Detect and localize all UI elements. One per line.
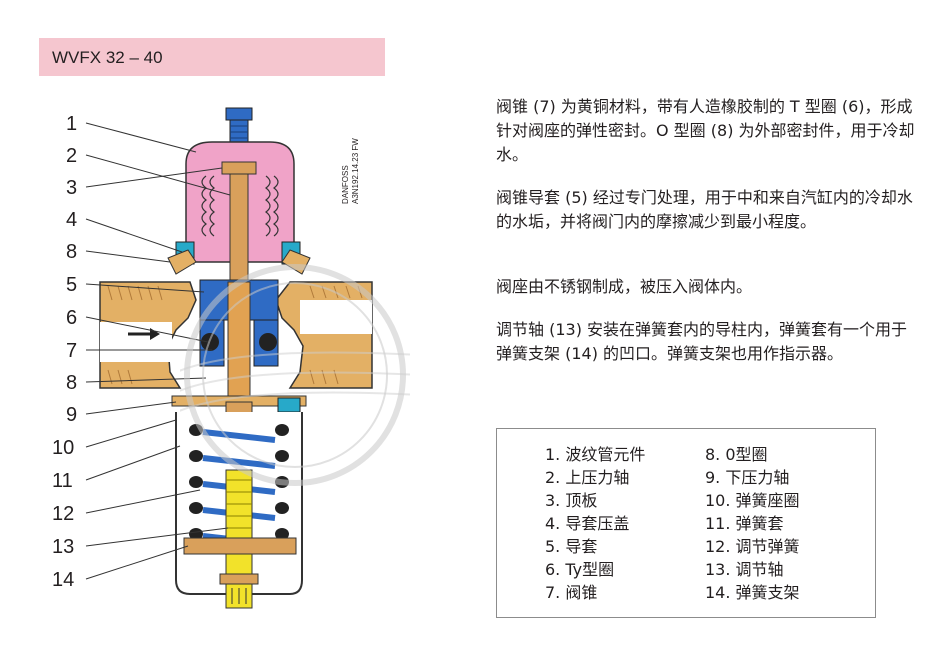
callout-8-upper: 8: [66, 241, 77, 263]
legend-item: 10. 弹簧座圈: [705, 491, 800, 510]
legend-column-right: 8. 0型圈 9. 下压力轴 10. 弹簧座圈 11. 弹簧套 12. 调节弹簧…: [705, 443, 800, 604]
legend-item: 2. 上压力轴: [545, 468, 630, 487]
legend-item: 6. Ty型圈: [545, 560, 615, 579]
legend-item: 14. 弹簧支架: [705, 583, 800, 602]
paragraph-cone: 阀锥 (7) 为黄铜材料，带有人造橡胶制的 T 型圈 (6)，形成针对阀座的弹性…: [496, 97, 915, 164]
legend-column-left: 1. 波纹管元件 2. 上压力轴 3. 顶板 4. 导套压盖 5. 导套 6. …: [545, 443, 645, 604]
paragraph-seat: 阀座由不锈钢制成，被压入阀体内。: [496, 277, 753, 296]
callout-10: 10: [52, 437, 74, 459]
callout-8-lower: 8: [66, 372, 77, 394]
top-fitting: [225, 107, 253, 143]
callout-5: 5: [66, 274, 77, 296]
callout-12: 12: [52, 503, 74, 525]
legend-item: 13. 调节轴: [705, 560, 784, 579]
guide-gland: [167, 241, 311, 275]
callout-11: 11: [52, 470, 73, 492]
callout-4: 4: [66, 209, 77, 231]
callout-9: 9: [66, 404, 77, 426]
paragraph-guide: 阀锥导套 (5) 经过专门处理，用于中和来自汽缸内的冷却水的水垢，并将阀门内的摩…: [496, 188, 913, 231]
callout-3: 3: [66, 177, 77, 199]
document-code: DANFOSS A3N192.14.23 FW: [341, 92, 363, 204]
callout-1: 1: [66, 113, 77, 135]
callout-2: 2: [66, 145, 77, 167]
page-title: WVFX 32 – 40: [52, 48, 163, 67]
legend-item: 7. 阀锥: [545, 583, 598, 602]
legend-item: 3. 顶板: [545, 491, 598, 510]
legend-item: 5. 导套: [545, 537, 598, 556]
callout-13: 13: [52, 536, 74, 558]
callout-7: 7: [66, 340, 77, 362]
callout-14: 14: [52, 569, 74, 591]
parts-legend: 1. 波纹管元件 2. 上压力轴 3. 顶板 4. 导套压盖 5. 导套 6. …: [496, 428, 876, 618]
legend-item: 1. 波纹管元件: [545, 445, 646, 464]
legend-item: 4. 导套压盖: [545, 514, 630, 533]
doc-code-line-1: DANFOSS: [341, 165, 350, 204]
title-bar: WVFX 32 – 40: [39, 38, 385, 76]
paragraph-shaft: 调节轴 (13) 安装在弹簧套内的导柱内，弹簧套有一个用于弹簧支架 (14) 的…: [496, 320, 908, 363]
bellows-folds: [201, 175, 279, 237]
legend-item: 11. 弹簧套: [705, 514, 784, 533]
valve-cross-section-diagram: 1 2 3 4 8 5 6 7 8 9 10 11 12 13 14: [52, 107, 373, 609]
spring-support: [183, 537, 297, 609]
legend-item: 12. 调节弹簧: [705, 537, 800, 556]
legend-item: 8. 0型圈: [705, 445, 768, 464]
doc-code-line-2: A3N192.14.23 FW: [351, 138, 360, 204]
callout-6: 6: [66, 307, 77, 329]
legend-item: 9. 下压力轴: [705, 468, 790, 487]
